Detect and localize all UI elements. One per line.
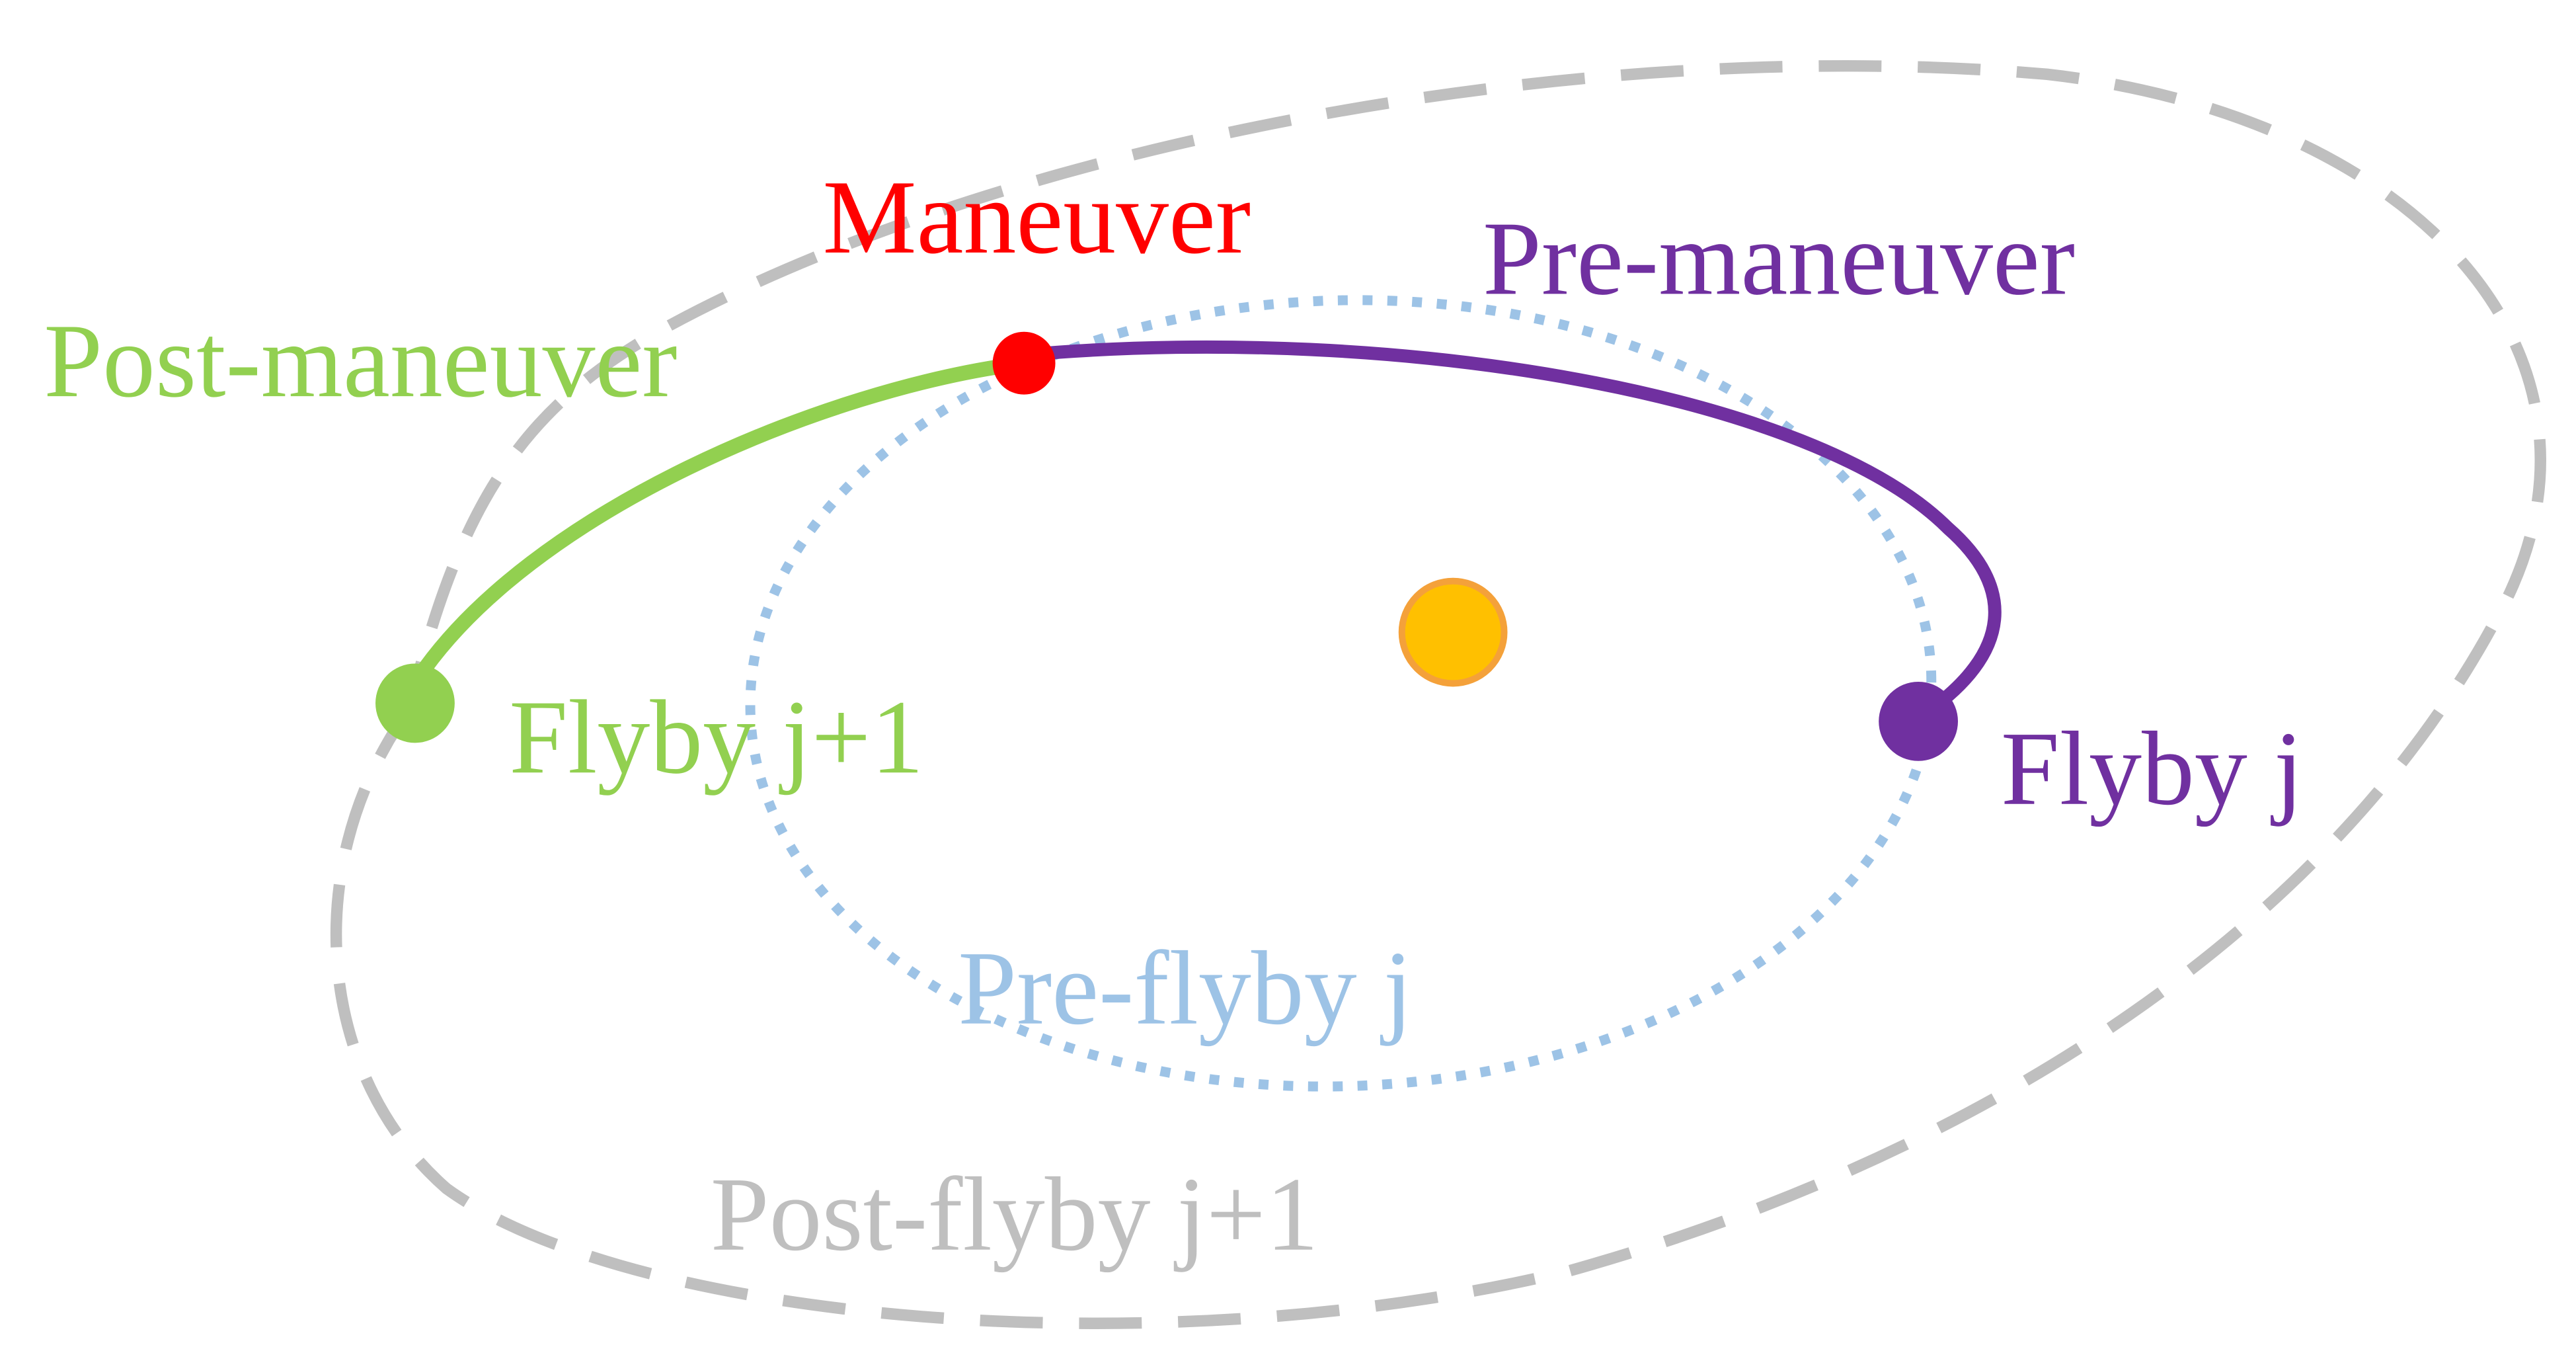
flyby-j1-marker: [375, 663, 455, 743]
flyby-j1-label: Flyby j+1: [509, 678, 923, 796]
pre-flyby-j-label: Pre-flyby j: [958, 930, 1413, 1047]
pre-maneuver-label: Pre-maneuver: [1483, 200, 2075, 317]
central-body: [1398, 577, 1508, 687]
flyby-j-marker: [1879, 681, 1959, 761]
post-flyby-j1-label: Post-flyby j+1: [711, 1156, 1319, 1273]
post-maneuver-label: Post-maneuver: [44, 302, 677, 419]
pre-flyby-j-orbit: [745, 295, 1937, 1092]
post-maneuver-arc: [409, 355, 1032, 688]
flyby-j-label: Flyby j: [2001, 710, 2303, 827]
post-flyby-j1-orbit: [331, 60, 2546, 1329]
maneuver-label: Maneuver: [823, 159, 1251, 276]
pre-maneuver-arc: [1017, 340, 2002, 721]
maneuver-marker: [992, 331, 1056, 395]
